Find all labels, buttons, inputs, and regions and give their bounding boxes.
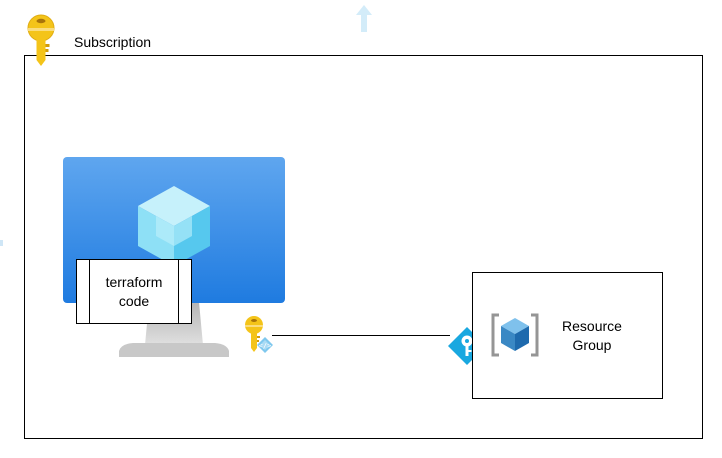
faint-up-arrow-icon	[356, 5, 372, 32]
subscription-label: Subscription	[74, 34, 152, 50]
terraform-code-label: terraform code	[89, 273, 179, 311]
resource-group-label-line-1: Resource	[562, 318, 622, 334]
resource-group-label-line-2: Group	[572, 337, 612, 353]
terraform-label-line-1: terraform	[105, 274, 163, 290]
key-with-code-icon: </>	[245, 316, 273, 353]
connector-line	[272, 335, 450, 336]
code-block-right-bar	[178, 260, 179, 323]
resource-group-icon	[491, 313, 539, 357]
terraform-label-line-2: code	[118, 293, 150, 309]
terraform-code-block: terraform code	[76, 259, 192, 324]
subscription-container	[24, 55, 703, 439]
svg-text:</>: </>	[259, 342, 272, 350]
code-block-left-bar	[89, 260, 90, 323]
key-icon	[27, 14, 55, 66]
left-edge-mark	[0, 240, 3, 246]
